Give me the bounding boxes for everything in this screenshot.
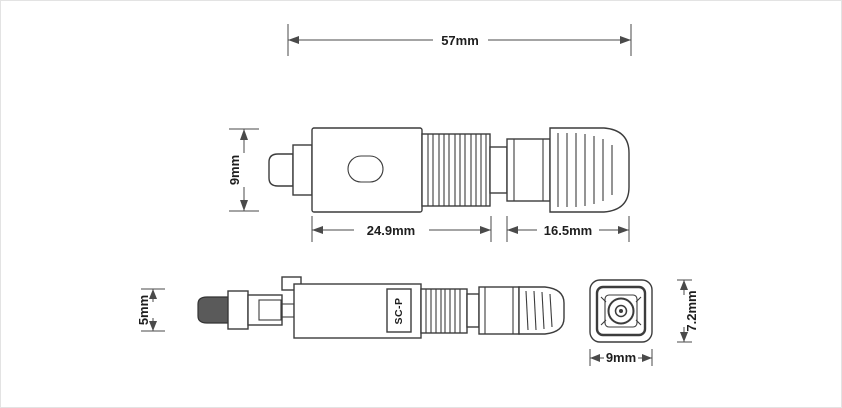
dim-label-top-height: 5mm [136,295,151,325]
dim-label-face-width: 9mm [606,350,636,365]
boot [549,127,630,213]
end-view [589,279,653,343]
neck [489,146,508,194]
bellows [421,133,491,207]
dimension-body-length: 24.9mm [311,216,492,242]
model-plate: SC-P [386,288,412,333]
dimension-face-width: 9mm [589,349,653,366]
coupling-ring [506,138,551,202]
ferrule [268,153,294,187]
face-key [604,294,638,328]
coupling-ring-top [478,286,520,335]
dimension-top-height: 5mm [136,288,165,332]
dim-label-side-height: 9mm [227,155,242,185]
flange [292,144,313,196]
top-view: SC-P [197,276,565,339]
side-view [268,127,630,213]
dim-label-body-length: 24.9mm [367,223,415,238]
bellows-top [420,288,468,334]
neck-top [466,293,480,328]
housing-slot [347,155,384,183]
dimension-face-height: 7.2mm [677,279,699,343]
dimension-side-height: 9mm [227,128,259,212]
face-fiber-core [619,309,623,313]
dim-label-total: 57mm [441,33,479,48]
dimension-total-length: 57mm [287,24,632,56]
housing [311,127,423,213]
ferrule-top [197,296,229,324]
model-label: SC-P [393,297,405,324]
latch [247,276,302,326]
face-corner-marks [600,296,642,326]
collar-top [227,290,249,330]
boot-top [518,286,565,335]
dim-label-face-height: 7.2mm [684,290,699,331]
dim-label-boot-length: 16.5mm [544,223,592,238]
dimension-boot-length: 16.5mm [506,216,630,242]
